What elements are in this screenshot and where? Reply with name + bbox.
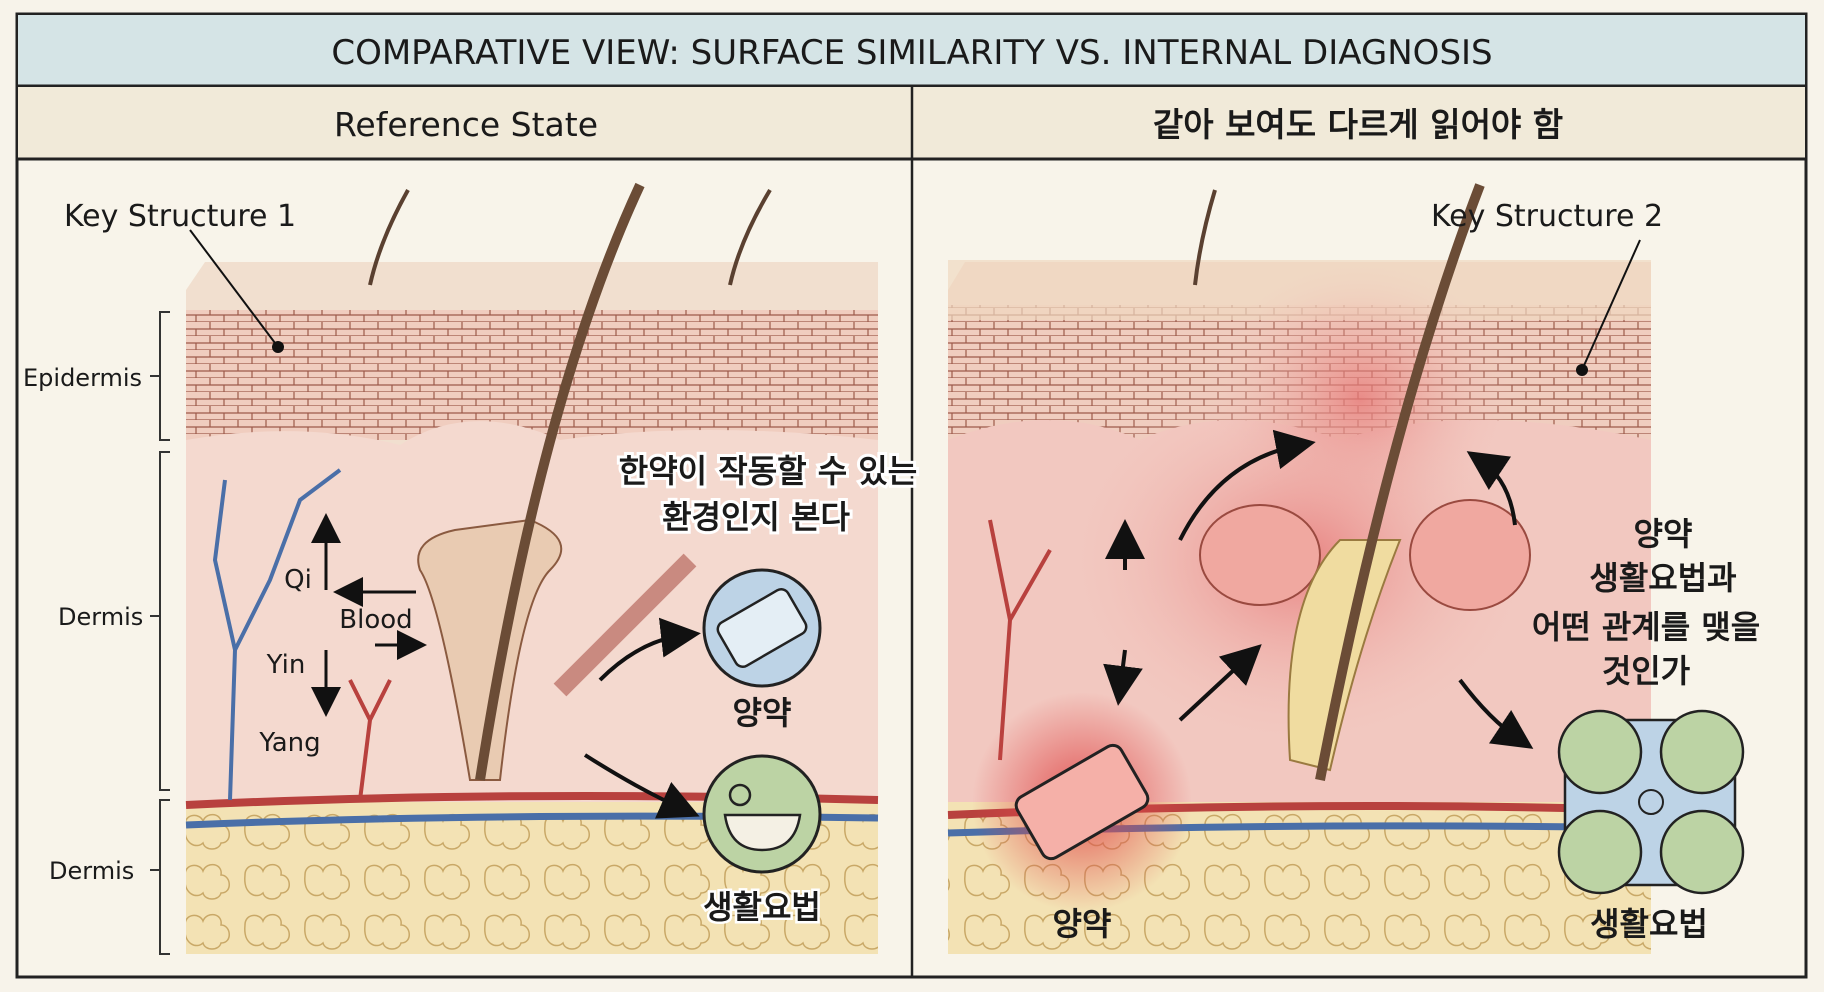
left-caption-line2: 환경인지 본다 [662,498,850,536]
key-structure-1-label: Key Structure 1 [64,199,296,234]
question-line-4: 것인가 [1602,652,1690,690]
question-line-2: 생활요법과 [1589,559,1736,597]
alcohol-meal-icon [1557,809,1643,895]
key-structure-2-label: Key Structure 2 [1431,199,1663,234]
right-pill-icon [1014,743,1150,861]
flow-blood: Blood [339,605,412,635]
left-caption-line1: 한약이 작동할 수 있는 [619,452,917,490]
question-line-1: 양약 [1634,515,1693,553]
layer-label-epidermis: Epidermis [23,364,142,392]
flow-yang: Yang [258,728,320,758]
flow-qi: Qi [284,565,312,595]
key-structure-1-marker [272,341,284,353]
healthy-food-icon [702,754,822,874]
layer-label-dermis: Dermis [58,603,143,631]
pill-icon [702,568,822,688]
diet-restriction-icon [1557,709,1643,795]
follicle [417,518,563,781]
people-icon [1638,789,1664,815]
healthy-food-icon [1659,809,1745,895]
title-band [18,15,1805,86]
layer-label-dermis-lower: Dermis [49,857,134,885]
hair-shaft [475,182,645,781]
right-panel-header: 같아 보여도 다르게 읽어야 함 [1153,105,1563,144]
right-pill-label: 양약 [1053,905,1112,943]
key-structure-2-marker [1576,364,1588,376]
lifestyle-cluster-icon [1557,709,1745,895]
question-line-3: 어떤 관계를 맺을 [1532,608,1760,646]
left-panel-header: Reference State [334,105,598,144]
left-pill-label: 양약 [733,694,792,732]
flow-yin: Yin [266,650,306,680]
left-lifestyle-label: 생활요법 [703,888,821,926]
page-title: COMPARATIVE VIEW: SURFACE SIMILARITY VS.… [331,33,1492,73]
mind-head-icon [1659,709,1745,795]
right-lifestyle-label: 생활요법 [1590,905,1708,943]
